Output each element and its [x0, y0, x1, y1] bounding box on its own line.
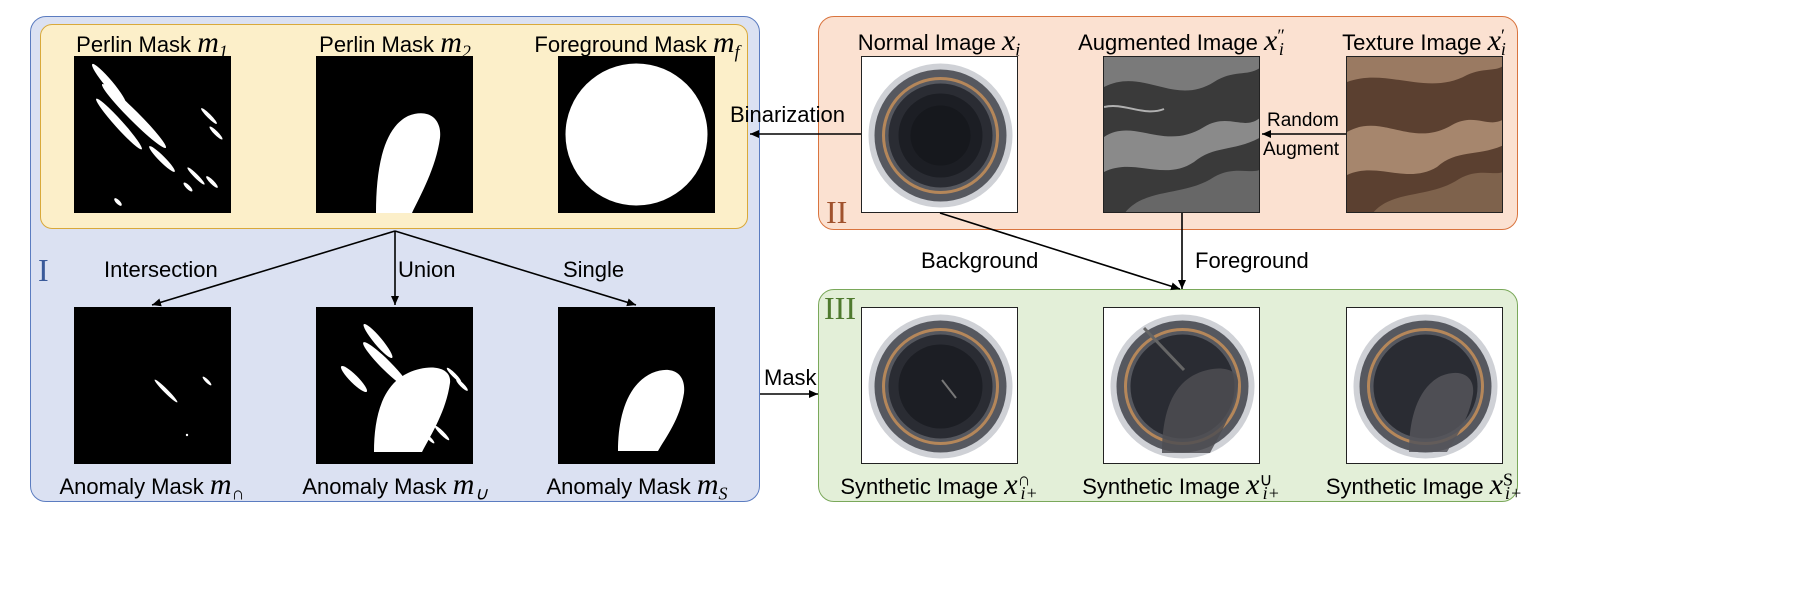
anomaly-mask-intersection-image [74, 307, 231, 464]
anomaly-mask-single-image [558, 307, 715, 464]
label-binarization: Binarization [730, 102, 845, 127]
synthetic-image-single [1346, 307, 1503, 464]
perlin-mask-1-image [74, 56, 231, 213]
label-union: Union [398, 257, 456, 282]
arrow-background [939, 212, 1181, 291]
label-synthetic-single: Synthetic Image xSi+ [1325, 468, 1523, 504]
label-foreground-mask: Foreground Mask mf [534, 26, 740, 62]
label-augment: Augment [1263, 139, 1340, 160]
arrow-intersection [151, 230, 396, 307]
augmented-image [1103, 56, 1260, 213]
synthetic-image-intersection [861, 307, 1018, 464]
label-perlin-mask-2: Perlin Mask m2 [319, 26, 471, 62]
label-perlin-mask-1: Perlin Mask m1 [76, 26, 228, 62]
perlin-mask-2-image [316, 56, 473, 213]
label-intersection: Intersection [104, 257, 218, 282]
foreground-mask-image [558, 56, 715, 213]
label-anomaly-mask-intersection: Anomaly Mask m∩ [59, 468, 245, 504]
panel1-numeral: I [38, 252, 49, 288]
label-normal-image: Normal Image xi [857, 24, 1021, 60]
panel3-numeral: III [824, 290, 856, 326]
label-single: Single [563, 257, 625, 282]
normal-image [861, 56, 1018, 213]
label-augmented-image: Augmented Image x″i [1078, 24, 1285, 60]
label-synthetic-intersection: Synthetic Image x∩i+ [840, 468, 1038, 504]
label-foreground: Foreground [1195, 248, 1309, 273]
arrow-single [394, 230, 637, 307]
synthetic-image-union [1103, 307, 1260, 464]
label-synthetic-union: Synthetic Image x∪i+ [1082, 468, 1280, 504]
label-random: Random [1267, 110, 1339, 131]
label-mask: Mask [764, 365, 817, 390]
texture-image [1346, 56, 1503, 213]
label-texture-image: Texture Image x′i [1342, 24, 1506, 60]
anomaly-mask-union-image [316, 307, 473, 464]
label-anomaly-mask-single: Anomaly Mask mS [546, 468, 728, 504]
label-anomaly-mask-union: Anomaly Mask m∪ [302, 468, 488, 504]
panel2-numeral: II [826, 194, 848, 230]
label-background: Background [921, 248, 1039, 273]
